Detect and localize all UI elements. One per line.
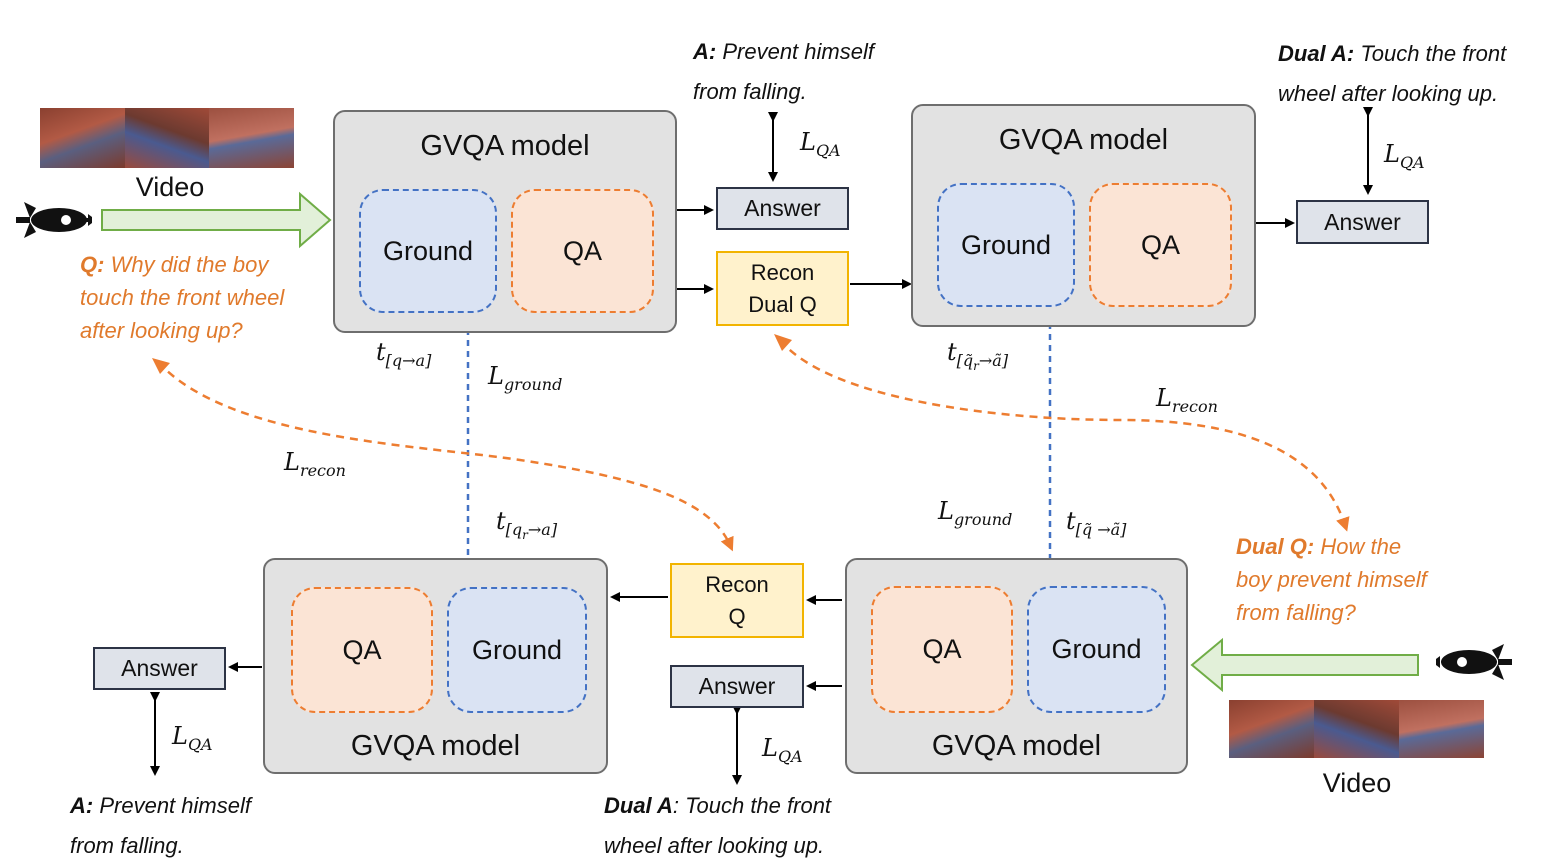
rocket-icon bbox=[14, 200, 100, 240]
answer-box: Answer bbox=[93, 647, 226, 690]
answer-line: from falling. bbox=[70, 833, 184, 858]
answer-prefix: A: bbox=[70, 793, 94, 818]
ground-module: Ground bbox=[937, 183, 1075, 307]
qa-module: QA bbox=[1089, 183, 1232, 307]
qa-module: QA bbox=[511, 189, 654, 313]
answer-text: A: Prevent himself from falling. bbox=[693, 32, 933, 112]
loss-ground-label: Lground bbox=[938, 497, 1013, 529]
answer-text: Dual A: Touch the front wheel after look… bbox=[1278, 34, 1553, 114]
dual-question-text: Dual Q: How the boy prevent himself from… bbox=[1236, 530, 1536, 629]
gvqa-model-top-left: GVQA model Ground QA bbox=[333, 110, 677, 333]
answer-prefix: Dual A bbox=[604, 793, 673, 818]
answer-line: from falling. bbox=[693, 79, 807, 104]
question-line: How the bbox=[1320, 534, 1402, 559]
loss-qa-label: LQA bbox=[800, 128, 841, 160]
recon-line: Recon bbox=[750, 259, 815, 285]
model-title: GVQA model bbox=[420, 130, 590, 162]
recon-line: Dual Q bbox=[748, 291, 817, 317]
model-title: GVQA model bbox=[350, 730, 521, 762]
loss-recon-label: Lrecon bbox=[284, 448, 346, 480]
answer-prefix: A: bbox=[693, 39, 717, 64]
answer-line: : Touch the front bbox=[672, 793, 832, 818]
answer-line: Prevent himself bbox=[99, 793, 251, 818]
loss-qa-label: LQA bbox=[172, 722, 213, 754]
recon-line: Q bbox=[728, 603, 746, 629]
loss-qa-label: LQA bbox=[762, 734, 803, 766]
input-arrow-bottom bbox=[1190, 637, 1419, 693]
t-qr-a-tilde-label: t[q̃r→ã] bbox=[947, 338, 1009, 373]
answer-text: Dual A: Touch the front wheel after look… bbox=[604, 786, 904, 866]
answer-text: A: Prevent himself from falling. bbox=[70, 786, 330, 866]
answer-box: Answer bbox=[716, 187, 849, 230]
gvqa-model-bottom-right: QA Ground GVQA model bbox=[845, 558, 1188, 774]
question-text: Q: Why did the boy touch the front wheel… bbox=[80, 248, 340, 347]
answer-prefix: Dual A: bbox=[1278, 41, 1355, 66]
t-qr-a-label: t[qr→a] bbox=[496, 507, 558, 542]
answer-box: Answer bbox=[670, 665, 804, 708]
question-line: touch the front wheel bbox=[80, 285, 285, 310]
loss-ground-label: Lground bbox=[488, 362, 563, 394]
video-thumbnail bbox=[1229, 700, 1484, 758]
question-line: after looking up? bbox=[80, 318, 243, 343]
answer-line: wheel after looking up. bbox=[604, 833, 825, 858]
loss-recon-label: Lrecon bbox=[1156, 384, 1218, 416]
ground-module: Ground bbox=[447, 587, 587, 713]
ground-module: Ground bbox=[359, 189, 497, 313]
video-thumbnail bbox=[40, 108, 295, 168]
loss-qa-label: LQA bbox=[1384, 140, 1425, 172]
answer-line: Touch the front bbox=[1360, 41, 1507, 66]
video-label: Video bbox=[1322, 768, 1392, 798]
rocket-icon bbox=[1432, 642, 1514, 682]
t-q-a-tilde-label: t[q̃ →ã] bbox=[1066, 507, 1127, 539]
question-line: Why did the boy bbox=[110, 252, 269, 277]
ground-module: Ground bbox=[1027, 586, 1166, 713]
t-q-a-label: t[q→a] bbox=[376, 338, 432, 370]
gvqa-model-bottom-left: QA Ground GVQA model bbox=[263, 558, 608, 774]
recon-line: Recon bbox=[705, 571, 769, 597]
question-line: boy prevent himself bbox=[1236, 567, 1427, 592]
question-prefix: Q: bbox=[80, 252, 105, 277]
answer-box: Answer bbox=[1296, 200, 1429, 244]
qa-module: QA bbox=[871, 586, 1013, 713]
recon-dual-q-box: Recon Dual Q bbox=[716, 251, 849, 326]
qa-module: QA bbox=[291, 587, 433, 713]
video-label: Video bbox=[135, 172, 205, 202]
gvqa-model-top-right: GVQA model Ground QA bbox=[911, 104, 1256, 327]
answer-line: wheel after looking up. bbox=[1278, 81, 1499, 106]
model-title: GVQA model bbox=[998, 124, 1169, 156]
recon-q-box: Recon Q bbox=[670, 563, 804, 638]
model-title: GVQA model bbox=[931, 730, 1102, 762]
answer-line: Prevent himself bbox=[722, 39, 874, 64]
input-arrow-top bbox=[101, 191, 332, 249]
question-line: from falling? bbox=[1236, 600, 1356, 625]
question-prefix: Dual Q: bbox=[1236, 534, 1315, 559]
